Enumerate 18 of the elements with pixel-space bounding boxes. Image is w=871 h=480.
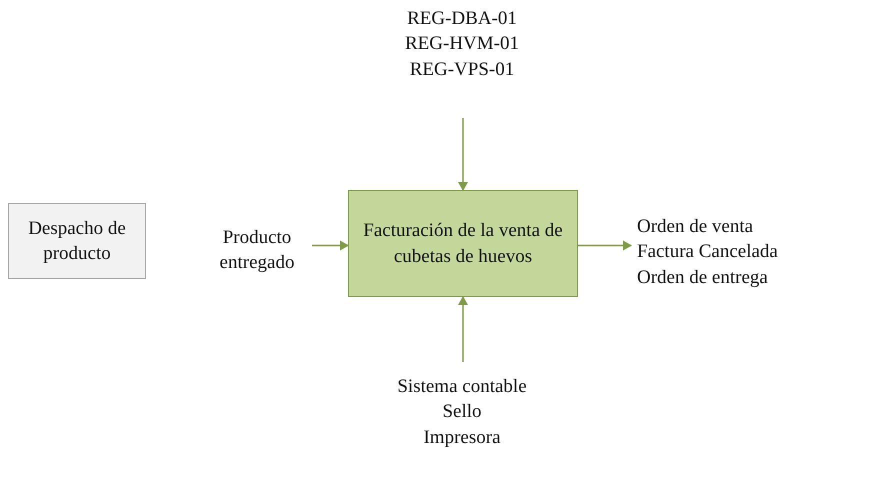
output-label: Orden de entrega [637, 266, 768, 290]
control-label: REG-HVM-01 [405, 32, 519, 56]
process-box [8, 203, 146, 279]
input-label: Producto entregado [218, 226, 296, 275]
box-label: Facturación de la venta de cubetas de huevos [362, 219, 564, 268]
output-label: Factura Cancelada [637, 240, 778, 264]
control-label: REG-VPS-01 [410, 58, 514, 82]
box-label: Despacho de producto [27, 216, 127, 266]
arrow [578, 240, 632, 250]
arrow [312, 240, 349, 250]
mechanism-label: Sello [442, 400, 482, 424]
arrow [458, 296, 468, 362]
control-label: REG-DBA-01 [407, 7, 517, 32]
mechanism-label: Impresora [423, 426, 501, 450]
mechanism-label: Sistema contable [397, 375, 527, 400]
activity-box [348, 190, 578, 297]
output-label: Orden de venta [637, 215, 754, 240]
arrow [458, 118, 468, 191]
